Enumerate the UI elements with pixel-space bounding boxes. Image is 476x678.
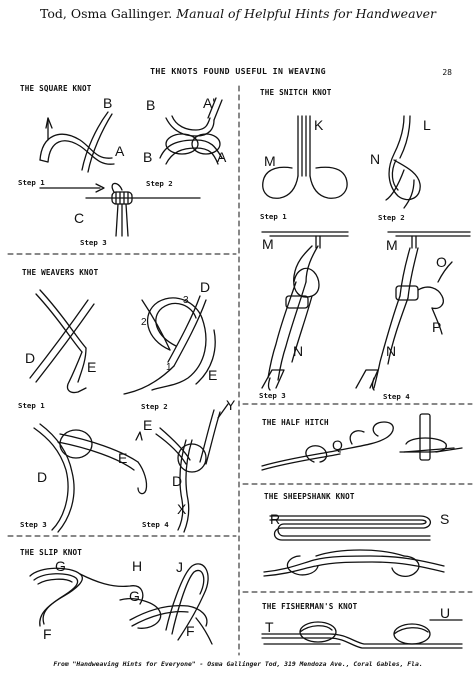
fishermans-knot-title: THE FISHERMAN'S KNOT [262, 602, 358, 611]
snitch-label-p: P [432, 319, 442, 335]
weavers-label-d1: D [25, 350, 36, 366]
sheepshank-drawing [263, 515, 445, 578]
square-knot-step3-drawing [39, 182, 201, 237]
weavers-knot-title: THE WEAVERS KNOT [22, 268, 99, 277]
slip-label-f2: F [186, 623, 195, 639]
slip-label-g1: G [55, 558, 66, 574]
square-knot-step2-drawing [159, 97, 223, 165]
square-label-a3: A [217, 149, 227, 165]
snitch-label-o: O [436, 254, 447, 270]
weavers-label-n3: 3 [183, 295, 189, 306]
weavers-label-d2: D [200, 279, 211, 295]
weavers-step4-label: Step 4 [142, 520, 169, 529]
page-title: THE KNOTS FOUND USEFUL IN WEAVING [150, 66, 326, 76]
square-label-a1: A [115, 143, 125, 159]
page-footer: From "Handweaving Hints for Everyone" - … [53, 660, 423, 668]
weavers-label-d4: D [172, 473, 183, 489]
sheepshank-title: THE SHEEPSHANK KNOT [264, 492, 355, 501]
snitch-step3-label: Step 3 [259, 391, 286, 400]
square-label-b3: B [143, 149, 153, 165]
slip-knot-title: THE SLIP KNOT [20, 548, 83, 557]
fishermans-label-t: T [265, 619, 274, 635]
page-header: Tod, Osma Gallinger. Manual of Helpful H… [0, 6, 476, 21]
half-hitch-drawing [261, 413, 463, 471]
square-label-c: C [74, 210, 85, 226]
snitch-label-n2: N [293, 343, 304, 359]
header-author: Tod, Osma Gallinger. [40, 6, 173, 21]
weavers-label-e4: E [143, 417, 153, 433]
weavers-label-y: Y [226, 397, 236, 413]
square-knot-step1-drawing [39, 111, 115, 173]
snitch-step4-label: Step 4 [383, 392, 410, 401]
half-hitch-title: THE HALF HITCH [262, 418, 329, 427]
square-step1-label: Step 1 [18, 178, 45, 187]
snitch-label-n3: N [386, 343, 397, 359]
weavers-label-n1: 1 [166, 362, 172, 373]
weavers-step2-label: Step 2 [141, 402, 168, 411]
square-label-b1: B [103, 95, 113, 111]
square-label-b2: B [146, 97, 156, 113]
weavers-step3-label: Step 3 [20, 520, 47, 529]
weavers-label-e2: E [208, 367, 218, 383]
weavers-step1-label: Step 1 [18, 401, 45, 410]
snitch-knot-title: THE SNITCH KNOT [260, 88, 332, 97]
square-label-a2: A' [203, 95, 216, 111]
weavers-label-n2: 2 [141, 317, 147, 328]
snitch-step1-label: Step 1 [260, 212, 287, 221]
snitch-knot-step1-drawing [262, 115, 348, 199]
weavers-knot-step3-drawing [33, 423, 148, 533]
weavers-knot-step2-drawing [123, 295, 216, 395]
fishermans-knot-drawing [261, 619, 463, 649]
weavers-label-x: X [177, 501, 187, 517]
slip-knot-drawing [29, 563, 213, 645]
half-hitch-label-q: Q [332, 437, 343, 453]
slip-label-j: J [176, 559, 183, 575]
weavers-knot-step4-drawing [155, 403, 229, 533]
section-dividers [7, 85, 473, 656]
snitch-label-n1: N [370, 151, 381, 167]
square-step3-label: Step 3 [80, 238, 107, 247]
page-number: 28 [442, 68, 452, 77]
slip-label-h: H [132, 558, 143, 574]
snitch-knot-step2-drawing [385, 115, 421, 209]
sheepshank-label-s: S [440, 511, 450, 527]
square-knot-title: THE SQUARE KNOT [20, 84, 92, 93]
weavers-knot-step1-drawing [29, 289, 95, 394]
snitch-knot-step4-drawing [355, 231, 471, 391]
fishermans-label-u: U [440, 605, 451, 621]
snitch-label-l: L [423, 117, 431, 133]
snitch-label-m1: M [264, 153, 276, 169]
header-book-title: Manual of Helpful Hints for Handweaver [176, 6, 436, 21]
weavers-label-d3: D [37, 469, 48, 485]
square-step2-label: Step 2 [146, 179, 173, 188]
snitch-label-k: K [314, 117, 324, 133]
sheepshank-label-r: R [270, 511, 281, 527]
slip-label-g2: G [129, 588, 140, 604]
snitch-label-m2: M [262, 236, 274, 252]
snitch-step2-label: Step 2 [378, 213, 405, 222]
snitch-label-m3: M [386, 237, 398, 253]
snitch-knot-step3-drawing [261, 231, 349, 391]
weavers-label-e1: E [87, 359, 97, 375]
slip-label-f1: F [43, 626, 52, 642]
weavers-label-e3: E [118, 450, 128, 466]
